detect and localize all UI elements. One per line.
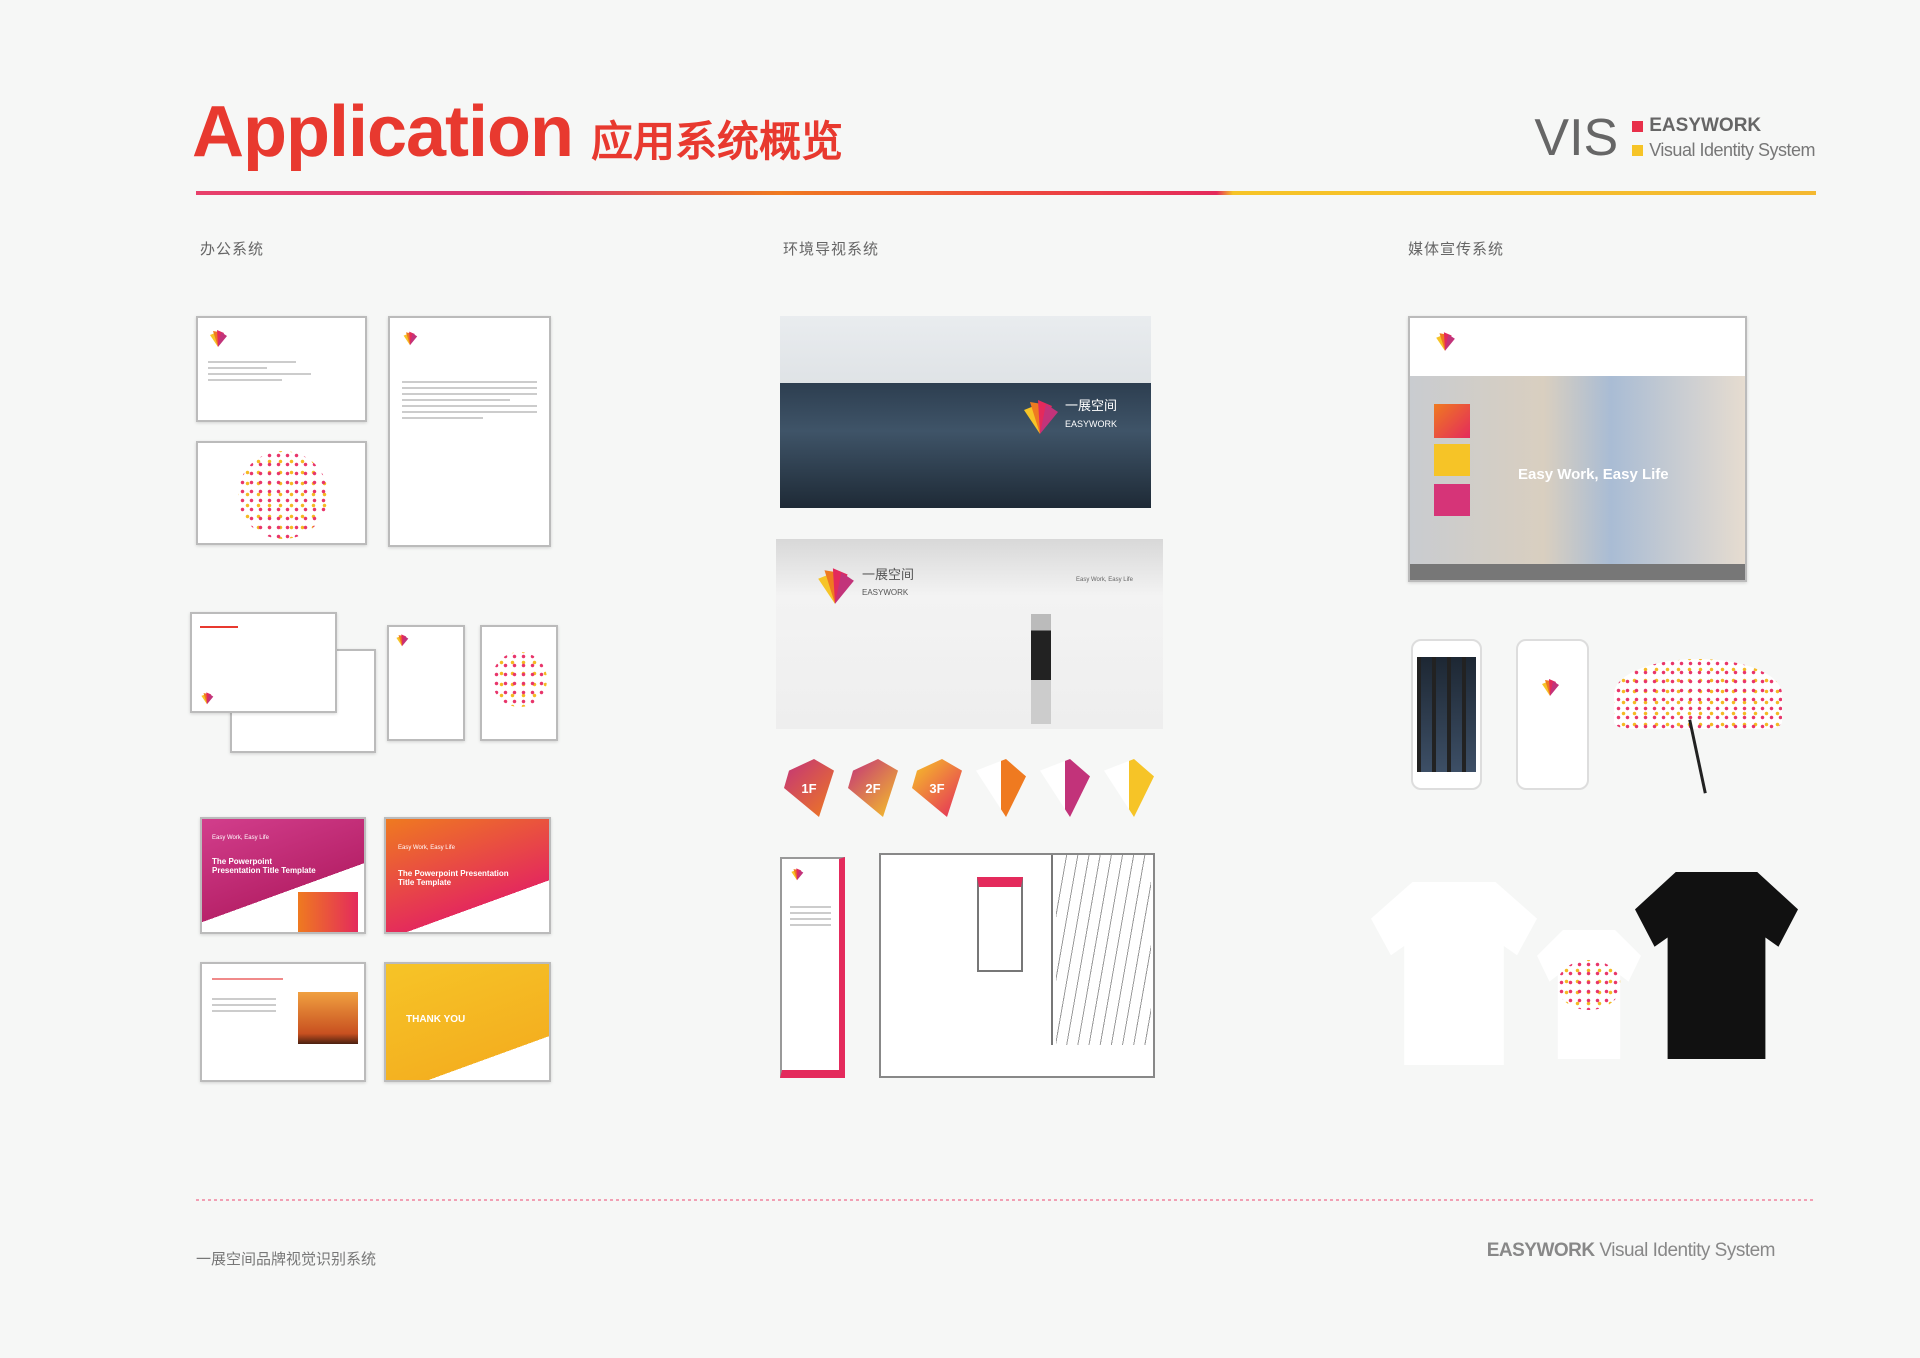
direction-sign-pink xyxy=(1040,759,1090,817)
confetti-ring xyxy=(492,652,547,707)
wall-logo-en: EASYWORK xyxy=(862,588,909,597)
page-title: Application xyxy=(192,92,574,172)
directory-board xyxy=(977,877,1023,972)
logo-icon xyxy=(814,564,856,606)
website-mockup: Easy Work, Easy Life xyxy=(1408,316,1747,582)
footer-brand: EASYWORK xyxy=(1486,1240,1595,1261)
corridor-drawing xyxy=(1056,855,1151,1045)
footer-dotted-divider xyxy=(196,1199,1816,1201)
vis-mark: VIS xyxy=(1534,109,1619,167)
folder-mockup xyxy=(387,625,465,741)
brand-name: EASYWORK xyxy=(1649,114,1762,136)
slide-tagline: Easy Work, Easy Life xyxy=(212,835,269,841)
slide-shape xyxy=(298,892,358,932)
slide-title-orange: Easy Work, Easy Life The Powerpoint Pres… xyxy=(384,817,551,934)
tile-yellow[interactable] xyxy=(1434,444,1470,476)
building-sign-photo: 一展空间 EASYWORK xyxy=(780,316,1151,508)
slide-tagline: Easy Work, Easy Life xyxy=(398,845,455,851)
umbrella-canopy xyxy=(1614,659,1782,729)
polo-shirt xyxy=(1371,882,1537,1065)
vis-header: VIS EASYWORK Visual Identity System xyxy=(1534,112,1815,164)
tile-pink[interactable] xyxy=(1434,484,1470,516)
logo-icon xyxy=(402,330,418,346)
envelope-mockup xyxy=(190,612,337,713)
floor-sign-3f: 3F xyxy=(912,759,962,817)
slide-thanks: THANK YOU xyxy=(384,962,551,1082)
phone-app-grid xyxy=(1411,639,1482,790)
confetti-print xyxy=(1557,960,1621,1010)
web-hero-text: Easy Work, Easy Life xyxy=(1518,466,1669,483)
logo-icon xyxy=(790,867,804,881)
folder-confetti-mockup xyxy=(480,625,558,741)
tile-orange[interactable] xyxy=(1434,404,1470,438)
floor-signs: 1F 2F 3F xyxy=(784,759,1154,821)
card-back-mockup xyxy=(196,441,367,545)
logo-icon xyxy=(1434,330,1456,352)
section-label-media: 媒体宣传系统 xyxy=(1408,241,1505,258)
footer-right: EASYWORK Visual Identity System xyxy=(1486,1240,1776,1262)
person-silhouette xyxy=(1031,614,1051,724)
slide-title: The Powerpoint Presentation Title Templa… xyxy=(398,869,509,887)
page-subtitle: 应用系统概览 xyxy=(591,117,844,166)
footer-left-text: 一展空间品牌视觉识别系统 xyxy=(196,1251,377,1268)
confetti-ring xyxy=(238,451,328,539)
letterhead-mockup xyxy=(388,316,551,547)
direction-sign-yellow xyxy=(1104,759,1154,817)
wall-tagline: Easy Work, Easy Life xyxy=(1076,577,1133,583)
floor-sign-2f: 2F xyxy=(848,759,898,817)
logo-icon xyxy=(200,691,214,705)
slide-thanks-text: THANK YOU xyxy=(406,1014,466,1025)
wall-directory-drawing xyxy=(879,853,1155,1078)
page-title-row: Application 应用系统概览 xyxy=(192,96,843,168)
footer-brand-sub: Visual Identity System xyxy=(1599,1240,1775,1261)
umbrella-handle xyxy=(1688,719,1707,794)
section-label-office: 办公系统 xyxy=(200,241,265,258)
yellow-square-icon xyxy=(1632,144,1644,156)
red-square-icon xyxy=(1632,120,1644,132)
logo-icon xyxy=(1020,396,1060,436)
brand-subtitle: Visual Identity System xyxy=(1649,139,1815,160)
floor-sign-1f: 1F xyxy=(784,759,834,817)
business-card-mockup xyxy=(196,316,367,422)
slide-title-pink: Easy Work, Easy Life The Powerpoint Pres… xyxy=(200,817,366,934)
section-label-signage: 环境导视系统 xyxy=(783,241,880,258)
wall-logo-text: 一展空间 xyxy=(862,567,915,582)
building-logo-en: EASYWORK xyxy=(1065,419,1118,429)
direction-sign-orange xyxy=(976,759,1026,817)
phone-splash xyxy=(1516,639,1589,790)
totem-sign-mockup xyxy=(780,857,845,1078)
umbrella-mockup xyxy=(1614,649,1782,796)
slide-content xyxy=(200,962,366,1082)
logo-icon xyxy=(208,328,228,348)
logo-icon xyxy=(395,633,409,647)
logo-icon xyxy=(1540,677,1560,697)
hero-photo: Easy Work, Easy Life xyxy=(1410,376,1745,564)
sunset-photo xyxy=(298,992,358,1044)
black-tshirt xyxy=(1635,872,1798,1059)
reception-wall-mockup: 一展空间 EASYWORK Easy Work, Easy Life xyxy=(776,539,1163,729)
kids-tshirt xyxy=(1537,930,1641,1059)
building-logo-text: 一展空间 xyxy=(1065,398,1118,413)
slide-title: The Powerpoint Presentation Title Templa… xyxy=(212,857,316,875)
header-gradient-rule xyxy=(196,191,1816,195)
